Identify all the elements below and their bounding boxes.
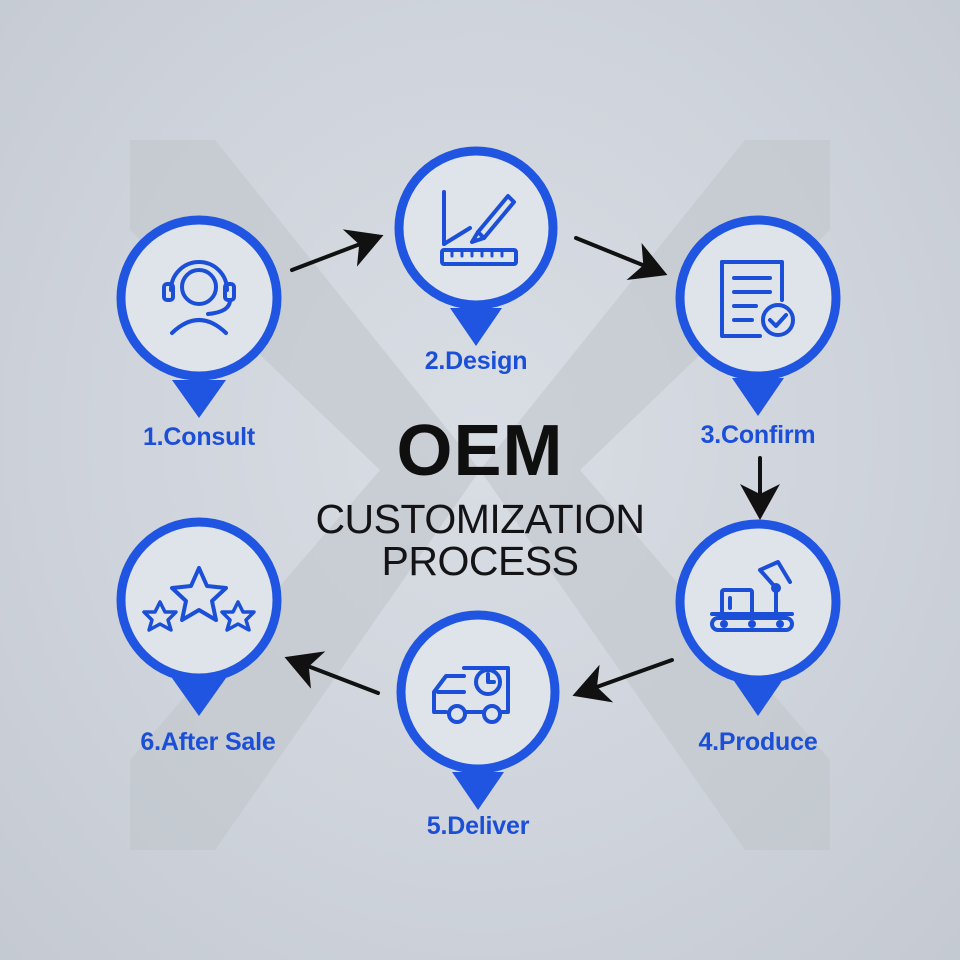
step-pin-design — [394, 146, 558, 346]
step-pin-confirm — [675, 215, 841, 416]
title-oem: OEM — [396, 411, 564, 491]
step-pin-produce — [675, 519, 841, 716]
title-process: PROCESS — [381, 538, 580, 584]
document-check-icon — [720, 260, 795, 338]
title-customization: CUSTOMIZATION — [315, 496, 645, 542]
arrow-consult-to-design — [290, 229, 384, 272]
ruler-pen-design-icon — [440, 190, 518, 266]
arrow-deliver-to-aftersale — [284, 651, 380, 695]
headset-support-icon — [162, 260, 236, 335]
arrow-produce-to-deliver — [572, 658, 674, 703]
step-label-consult: 1.Consult — [142, 423, 256, 451]
arrow-design-to-confirm — [574, 236, 668, 281]
step-label-deliver: 5.Deliver — [426, 812, 530, 840]
step-pin-consult — [116, 215, 282, 418]
stars-rating-icon — [142, 566, 256, 632]
step-label-produce: 4.Produce — [698, 728, 818, 756]
robot-arm-factory-icon — [710, 560, 794, 632]
step-label-after-sale: 6.After Sale — [140, 728, 276, 756]
delivery-truck-clock-icon — [432, 666, 510, 724]
step-pin-after-sale — [116, 517, 282, 716]
step-label-confirm: 3.Confirm — [700, 421, 816, 449]
step-pin-deliver — [396, 610, 560, 810]
step-label-design: 2.Design — [424, 347, 528, 375]
